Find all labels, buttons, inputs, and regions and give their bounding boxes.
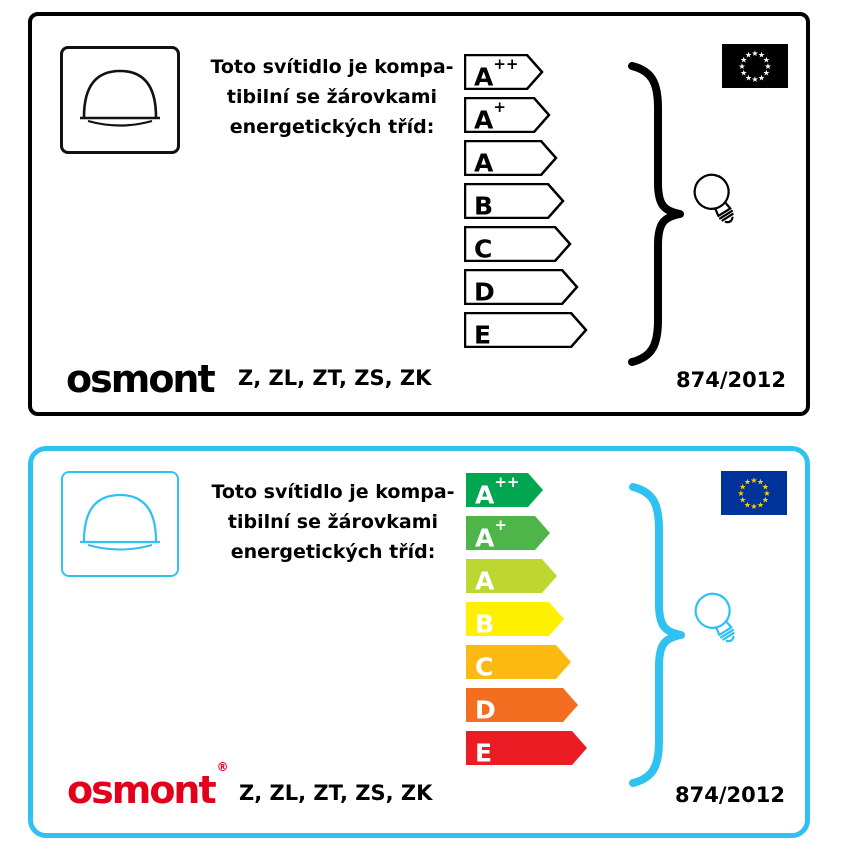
svg-text:★: ★: [745, 51, 752, 60]
svg-text:★: ★: [751, 75, 758, 84]
energy-class-arrows: A++ A+ A B C D E: [465, 472, 589, 773]
energy-class-b: B: [464, 183, 588, 221]
text-line: Toto svítidlo je kompa-: [210, 56, 454, 78]
svg-text:★: ★: [739, 496, 746, 505]
svg-text:★: ★: [751, 49, 758, 58]
svg-text:★: ★: [737, 489, 744, 498]
energy-label-color: Toto svítidlo je kompa- tibilní se žárov…: [28, 446, 810, 838]
text-line: tibilní se žárovkami: [227, 511, 439, 533]
svg-text:★: ★: [744, 478, 751, 487]
svg-text:★: ★: [764, 62, 771, 71]
ceiling-lamp-icon: [80, 69, 160, 127]
svg-text:★: ★: [758, 73, 765, 82]
svg-text:★: ★: [758, 51, 765, 60]
energy-class-label: B: [475, 609, 495, 639]
text-line: tibilní se žárovkami: [226, 86, 438, 108]
brace-icon: [627, 483, 689, 791]
energy-class-a: A: [465, 558, 589, 596]
energy-class-label: A: [474, 148, 494, 178]
svg-text:★: ★: [757, 478, 764, 487]
energy-class-label: D: [474, 277, 495, 307]
svg-text:★: ★: [763, 489, 770, 498]
svg-text:★: ★: [740, 69, 747, 78]
light-bulb-icon: [685, 583, 755, 665]
energy-class-e: E: [465, 730, 589, 768]
svg-text:★: ★: [757, 500, 764, 509]
energy-class-c: C: [464, 226, 588, 264]
energy-class-label: C: [475, 652, 494, 682]
ceiling-lamp-icon-box: [60, 46, 180, 154]
energy-class-label: E: [474, 320, 492, 350]
svg-text:★: ★: [763, 69, 770, 78]
text-line: energetických tříd:: [229, 116, 435, 138]
eu-flag-icon: ★★★ ★★★ ★★★ ★★★: [721, 471, 787, 515]
energy-class-ap: A+: [464, 97, 588, 135]
model-codes: Z, ZL, ZT, ZS, ZK: [239, 781, 433, 805]
energy-class-app: A++: [465, 472, 589, 510]
energy-class-b: B: [465, 601, 589, 639]
energy-label-monochrome: Toto svítidlo je kompa- tibilní se žárov…: [28, 12, 810, 416]
text-line: Toto svítidlo je kompa-: [211, 481, 455, 503]
svg-text:★: ★: [740, 56, 747, 65]
energy-class-label: A++: [474, 55, 519, 92]
energy-class-label: D: [475, 695, 496, 725]
energy-class-d: D: [464, 269, 588, 307]
energy-class-label: C: [474, 234, 493, 264]
osmont-logo: osmont: [66, 357, 216, 401]
eu-flag-icon: ★★★ ★★★ ★★★ ★★★: [722, 44, 788, 88]
compatibility-text: Toto svítidlo je kompa- tibilní se žárov…: [183, 477, 483, 567]
light-bulb-icon: [684, 164, 754, 246]
ceiling-lamp-icon: [80, 493, 160, 551]
brace-icon: [626, 62, 688, 370]
text-line: energetických tříd:: [230, 541, 436, 563]
energy-class-d: D: [465, 687, 589, 725]
regulation-number: 874/2012: [676, 368, 786, 392]
energy-class-app: A++: [464, 54, 588, 92]
svg-text:★: ★: [762, 483, 769, 492]
svg-text:★: ★: [744, 500, 751, 509]
energy-class-a: A: [464, 140, 588, 178]
regulation-number: 874/2012: [675, 783, 785, 807]
registered-mark: ®: [216, 760, 229, 775]
svg-text:★: ★: [762, 496, 769, 505]
energy-class-arrows: A++ A+ A B C D E: [464, 54, 588, 355]
energy-class-label: A: [475, 566, 495, 596]
ceiling-lamp-icon-box: [61, 471, 179, 577]
energy-class-label: A+: [475, 516, 507, 553]
energy-class-label: A++: [475, 473, 520, 510]
energy-class-ap: A+: [465, 515, 589, 553]
compatibility-text: Toto svítidlo je kompa- tibilní se žárov…: [182, 52, 482, 142]
svg-text:★: ★: [745, 73, 752, 82]
svg-text:★: ★: [739, 483, 746, 492]
svg-text:★: ★: [738, 62, 745, 71]
model-codes: Z, ZL, ZT, ZS, ZK: [238, 366, 432, 390]
energy-class-c: C: [465, 644, 589, 682]
energy-class-label: E: [475, 738, 493, 768]
svg-text:★: ★: [763, 56, 770, 65]
energy-class-label: A+: [474, 98, 506, 135]
energy-class-e: E: [464, 312, 588, 350]
energy-class-label: B: [474, 191, 494, 221]
svg-text:★: ★: [750, 502, 757, 511]
osmont-logo: osmont®: [67, 760, 229, 812]
svg-text:★: ★: [750, 476, 757, 485]
